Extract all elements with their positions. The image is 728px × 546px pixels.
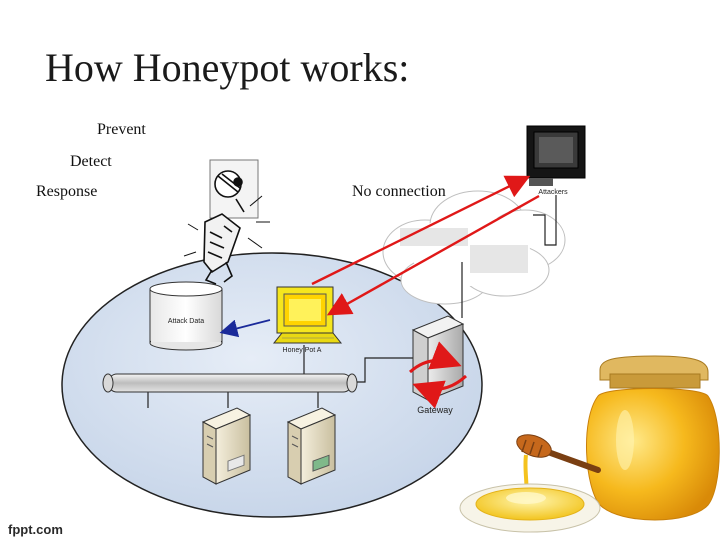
attackers-label: Attackers (538, 189, 568, 196)
bullet-response: Response (36, 183, 98, 200)
hacker-figure-icon (183, 159, 270, 285)
internet-cloud-icon (382, 190, 566, 305)
attack-data-database-icon: Attack Data (149, 281, 223, 351)
no-connection-annotation: No connection (352, 183, 446, 200)
honeypot-label: Honey Pot A (283, 347, 322, 354)
honeypot-to-attacker-arrow (311, 175, 531, 286)
honey-jar-icon (585, 355, 720, 521)
gateway-label: Gateway (417, 405, 453, 415)
bullet-prevent: Prevent (97, 121, 146, 138)
attacker-to-honeypot-arrow (326, 194, 540, 316)
gateway-to-bus-link (352, 357, 413, 383)
attack-data-label: Attack Data (168, 318, 204, 325)
honeypot-to-data-arrow (219, 319, 271, 338)
honeypot-computer-icon: Honey Pot A (272, 286, 343, 354)
server-icon (201, 407, 252, 485)
attacker-computer-icon: Attackers (526, 125, 586, 196)
cloud-to-attacker-link (533, 195, 557, 246)
server-icon (286, 407, 337, 485)
bullet-detect: Detect (70, 153, 112, 170)
slide-title: How Honeypot works: (45, 45, 410, 90)
network-bus (102, 373, 358, 393)
brand-watermark: fppt.com (8, 522, 63, 537)
gateway-router-icon: Gateway (408, 315, 468, 415)
honey-bowl-icon (459, 483, 601, 533)
